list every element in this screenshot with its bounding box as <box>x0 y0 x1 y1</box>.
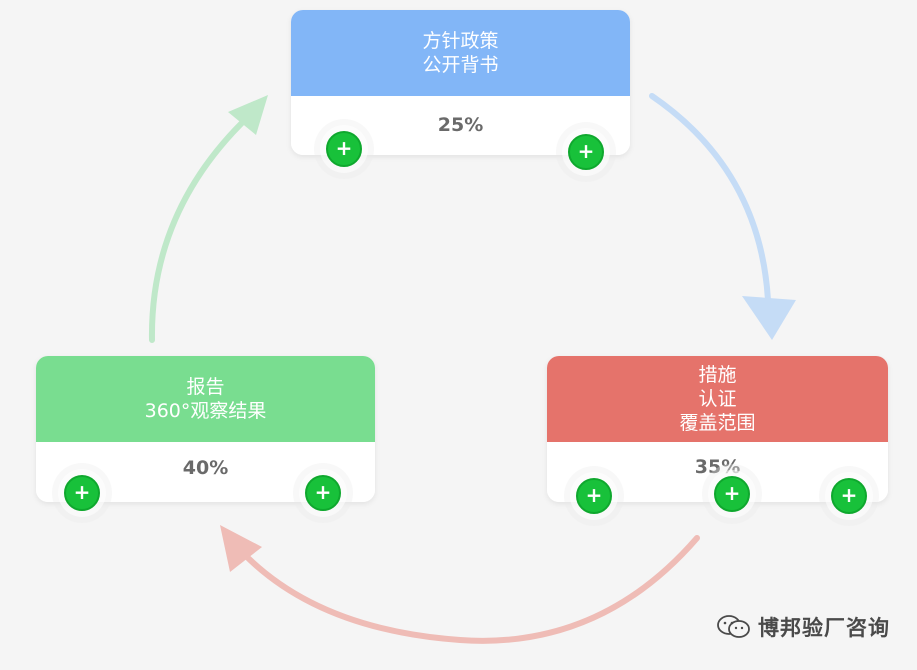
plus-circle-icon[interactable]: + <box>326 131 362 167</box>
arrow-right-to-left <box>242 535 700 644</box>
plus-circle-icon[interactable]: + <box>831 478 867 514</box>
wechat-icon <box>717 615 750 638</box>
card-measures: 措施 认证 覆盖范围 35% <box>547 356 888 502</box>
arrow-top-to-right <box>649 93 771 303</box>
card-report-line-2: 360°观察结果 <box>144 400 267 422</box>
card-measures-line-2: 认证 <box>698 388 737 410</box>
arrow-head-blue <box>742 296 796 340</box>
plus-circle-icon[interactable]: + <box>305 475 341 511</box>
arrow-head-green <box>228 95 268 135</box>
arrow-left-to-top <box>148 112 253 343</box>
arrow-head-red <box>220 525 262 572</box>
card-report-line-1: 报告 <box>186 376 225 398</box>
watermark-text: 博邦验厂咨询 <box>758 616 890 640</box>
watermark: 博邦验厂咨询 <box>716 612 890 642</box>
plus-circle-icon[interactable]: + <box>576 478 612 514</box>
card-measures-line-3: 覆盖范围 <box>679 412 756 434</box>
plus-circle-icon[interactable]: + <box>568 134 604 170</box>
card-policy-line-2: 公开背书 <box>422 54 499 76</box>
card-policy-header: 方针政策 公开背书 <box>291 10 630 96</box>
card-measures-header: 措施 认证 覆盖范围 <box>547 356 888 442</box>
card-measures-line-1: 措施 <box>698 364 737 386</box>
card-report-header: 报告 360°观察结果 <box>36 356 375 442</box>
plus-circle-icon[interactable]: + <box>714 476 750 512</box>
plus-circle-icon[interactable]: + <box>64 475 100 511</box>
card-policy-line-1: 方针政策 <box>422 30 499 52</box>
